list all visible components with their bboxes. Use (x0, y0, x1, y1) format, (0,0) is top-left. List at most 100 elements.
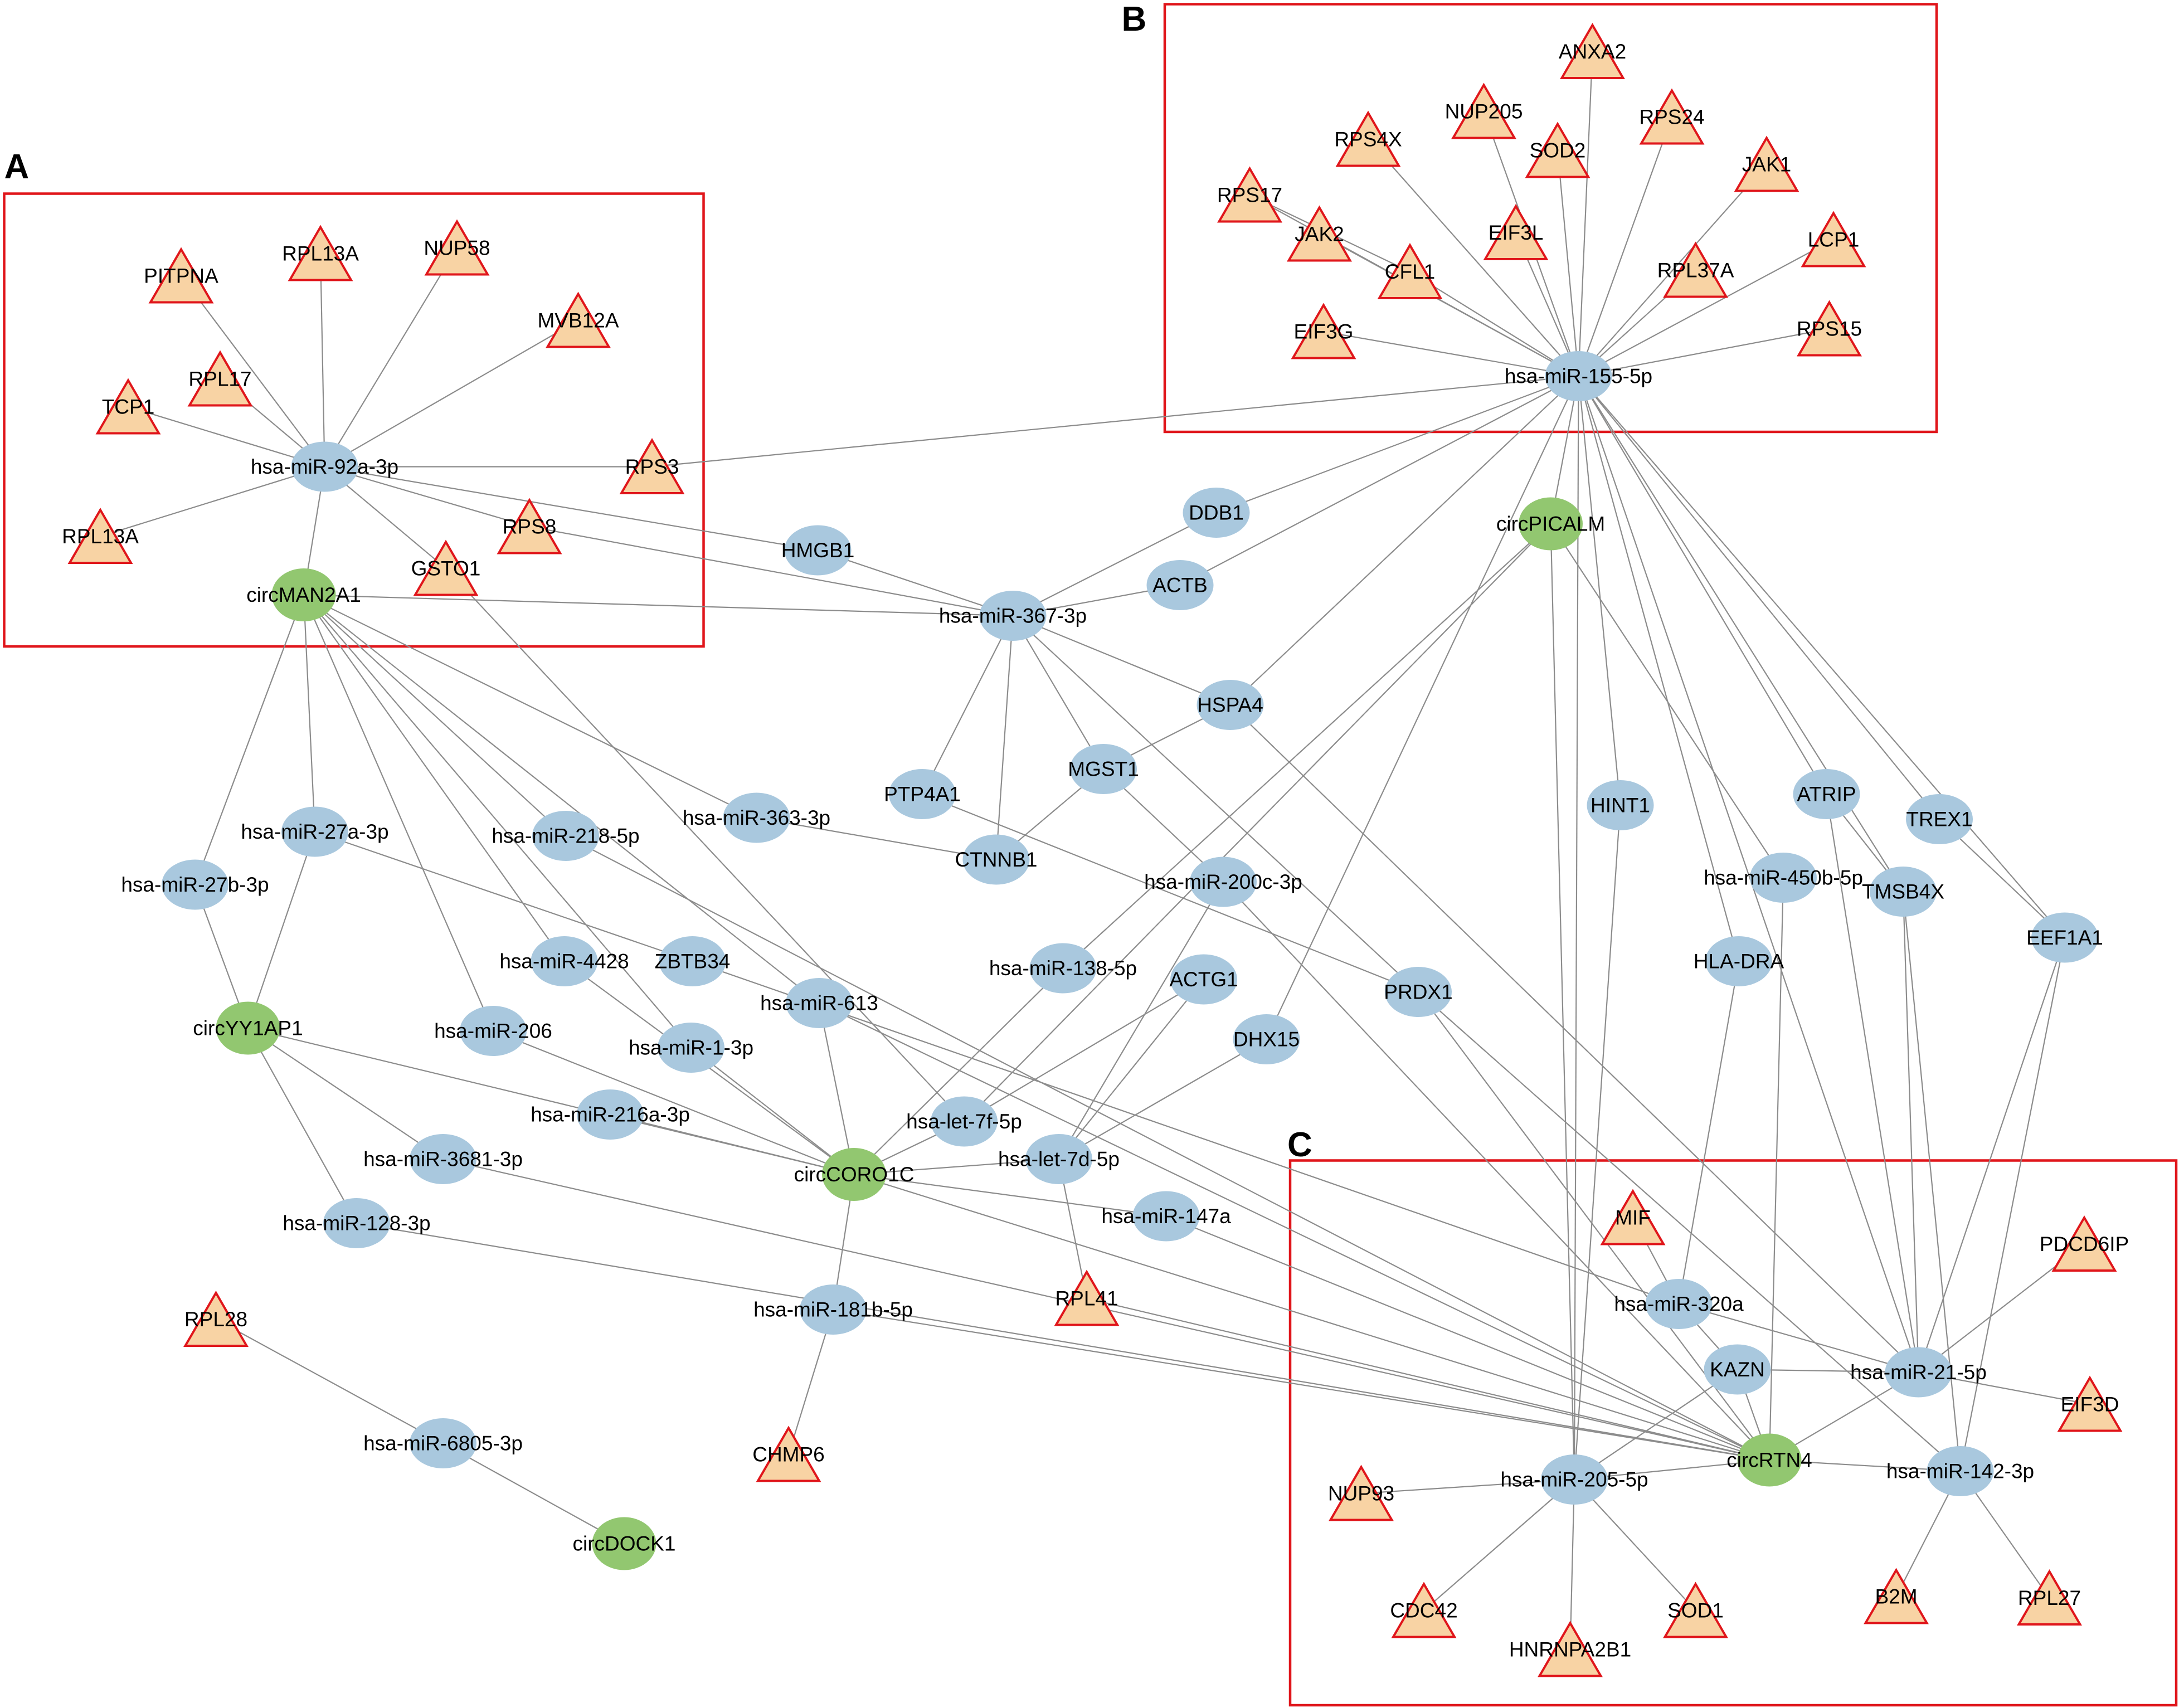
node-NUP205[interactable]: NUP205 (1445, 82, 1523, 139)
node-m6805[interactable]: hsa-miR-6805-3p (363, 1418, 523, 1468)
node-RPL27[interactable]: RPL27 (2017, 1569, 2082, 1626)
node-m367[interactable]: hsa-miR-367-3p (939, 591, 1087, 641)
node-label: circPICALM (1496, 513, 1605, 536)
node-m27b[interactable]: hsa-miR-27b-3p (121, 859, 269, 910)
node-ACTG1[interactable]: ACTG1 (1169, 954, 1238, 1005)
node-m1[interactable]: hsa-miR-1-3p (629, 1023, 753, 1073)
node-m142[interactable]: hsa-miR-142-3p (1886, 1446, 2034, 1496)
node-RPS8[interactable]: RPS8 (497, 498, 562, 554)
node-CFL1[interactable]: CFL1 (1377, 243, 1443, 299)
node-TMSB4X[interactable]: TMSB4X (1862, 867, 1944, 917)
node-ACTB[interactable]: ACTB (1146, 560, 1214, 610)
node-circCORO1C[interactable]: circCORO1C (794, 1148, 915, 1201)
node-CDC42[interactable]: CDC42 (1390, 1582, 1458, 1638)
node-JAK2[interactable]: JAK2 (1287, 205, 1352, 262)
node-m27a[interactable]: hsa-miR-27a-3p (241, 806, 389, 857)
node-label: PTP4A1 (884, 783, 961, 806)
node-HLADRA[interactable]: HLA-DRA (1694, 936, 1784, 986)
node-SOD2[interactable]: SOD2 (1525, 121, 1591, 178)
node-RPL13A_top[interactable]: RPL13A (282, 225, 359, 281)
node-CHMP6[interactable]: CHMP6 (752, 1425, 825, 1482)
node-m181b[interactable]: hsa-miR-181b-5p (753, 1284, 913, 1335)
node-RPL28[interactable]: RPL28 (183, 1291, 249, 1347)
node-m4428[interactable]: hsa-miR-4428 (499, 936, 629, 986)
mirna-ellipse (1870, 867, 1937, 917)
node-m450b[interactable]: hsa-miR-450b-5p (1704, 853, 1863, 903)
node-PTP4A1[interactable]: PTP4A1 (884, 769, 961, 819)
node-PRDX1[interactable]: PRDX1 (1384, 967, 1453, 1017)
node-HINT1[interactable]: HINT1 (1587, 780, 1654, 830)
node-m138[interactable]: hsa-miR-138-5p (989, 943, 1137, 994)
node-DHX15[interactable]: DHX15 (1233, 1014, 1300, 1064)
gene-triangle (1217, 166, 1282, 223)
node-m147a[interactable]: hsa-miR-147a (1101, 1191, 1231, 1242)
node-GSTO1[interactable]: GSTO1 (411, 539, 481, 596)
node-circMAN2A1[interactable]: circMAN2A1 (246, 568, 361, 621)
node-PDCD6IP[interactable]: PDCD6IP (2040, 1215, 2129, 1272)
node-EEF1A1[interactable]: EEF1A1 (2026, 912, 2103, 963)
node-circYY1AP1[interactable]: circYY1AP1 (193, 1001, 303, 1055)
node-PITPNA[interactable]: PITPNA (144, 247, 218, 304)
node-label: RPL28 (184, 1308, 247, 1331)
node-RPL17[interactable]: RPL17 (187, 350, 253, 407)
node-RPS3[interactable]: RPS3 (619, 438, 685, 494)
node-MIF[interactable]: MIF (1600, 1189, 1666, 1245)
node-label: RPS15 (1797, 318, 1862, 340)
node-m3681[interactable]: hsa-miR-3681-3p (363, 1134, 523, 1184)
node-circRTN4[interactable]: circRTN4 (1726, 1433, 1812, 1487)
gene-triangle (756, 1425, 821, 1482)
mirna-ellipse (1029, 943, 1097, 994)
node-RPS17[interactable]: RPS17 (1217, 166, 1282, 223)
node-m216a[interactable]: hsa-miR-216a-3p (531, 1089, 690, 1140)
node-m128[interactable]: hsa-miR-128-3p (283, 1198, 431, 1248)
node-let7d[interactable]: hsa-let-7d-5p (998, 1134, 1120, 1184)
node-MGST1[interactable]: MGST1 (1068, 744, 1139, 794)
node-circDOCK1[interactable]: circDOCK1 (572, 1517, 676, 1570)
node-NUP58[interactable]: NUP58 (424, 219, 490, 276)
node-RPS15[interactable]: RPS15 (1797, 300, 1862, 357)
node-JAK1[interactable]: JAK1 (1734, 135, 1799, 192)
node-ZBTB34[interactable]: ZBTB34 (655, 936, 731, 986)
node-m613[interactable]: hsa-miR-613 (760, 978, 878, 1028)
node-label: hsa-miR-181b-5p (753, 1298, 913, 1321)
node-ANXA2[interactable]: ANXA2 (1559, 23, 1626, 79)
node-m363[interactable]: hsa-miR-363-3p (683, 792, 830, 843)
node-CTNNB1[interactable]: CTNNB1 (955, 834, 1038, 885)
node-m200c[interactable]: hsa-miR-200c-3p (1144, 857, 1302, 907)
node-let7f[interactable]: hsa-let-7f-5p (906, 1096, 1022, 1147)
edge-m367-PRDX1 (1012, 615, 1419, 992)
node-TCP1[interactable]: TCP1 (95, 378, 161, 435)
node-m155[interactable]: hsa-miR-155-5p (1505, 351, 1652, 401)
node-ATRIP[interactable]: ATRIP (1793, 769, 1860, 819)
node-B2M[interactable]: B2M (1864, 1568, 1929, 1624)
edge-RPL41-circRTN4 (1086, 1297, 1770, 1461)
node-RPL41[interactable]: RPL41 (1054, 1269, 1120, 1326)
node-EIF3G[interactable]: EIF3G (1291, 303, 1356, 359)
node-HMGB1[interactable]: HMGB1 (781, 525, 855, 576)
node-m320a[interactable]: hsa-miR-320a (1614, 1279, 1744, 1329)
node-RPS24[interactable]: RPS24 (1639, 88, 1705, 145)
node-m218[interactable]: hsa-miR-218-5p (492, 811, 640, 861)
node-KAZN[interactable]: KAZN (1704, 1344, 1771, 1395)
node-circPICALM[interactable]: circPICALM (1496, 497, 1605, 551)
node-EIF3L[interactable]: EIF3L (1483, 204, 1549, 260)
node-HSPA4[interactable]: HSPA4 (1196, 680, 1264, 730)
node-m92a[interactable]: hsa-miR-92a-3p (251, 441, 398, 492)
node-SOD1[interactable]: SOD1 (1663, 1582, 1728, 1638)
node-DDB1[interactable]: DDB1 (1183, 488, 1250, 538)
node-LCP1[interactable]: LCP1 (1801, 211, 1866, 267)
node-MVB12A[interactable]: MVB12A (537, 291, 619, 348)
mirna-ellipse (889, 769, 956, 819)
node-EIF3D[interactable]: EIF3D (2057, 1375, 2123, 1432)
node-HNRNPA2B1[interactable]: HNRNPA2B1 (1509, 1621, 1631, 1677)
node-RPL13A_low[interactable]: RPL13A (62, 508, 139, 564)
node-m206[interactable]: hsa-miR-206 (434, 1006, 552, 1056)
node-NUP93[interactable]: NUP93 (1328, 1464, 1394, 1521)
edge-circPICALM-m450b (1550, 523, 1784, 878)
node-RPS4X[interactable]: RPS4X (1334, 110, 1402, 167)
node-RPL37A[interactable]: RPL37A (1657, 241, 1734, 298)
node-m205[interactable]: hsa-miR-205-5p (1500, 1454, 1648, 1505)
node-m21[interactable]: hsa-miR-21-5p (1850, 1347, 1987, 1398)
edge-m92a-PITPNA (181, 275, 325, 468)
node-TREX1[interactable]: TREX1 (1906, 794, 1973, 844)
